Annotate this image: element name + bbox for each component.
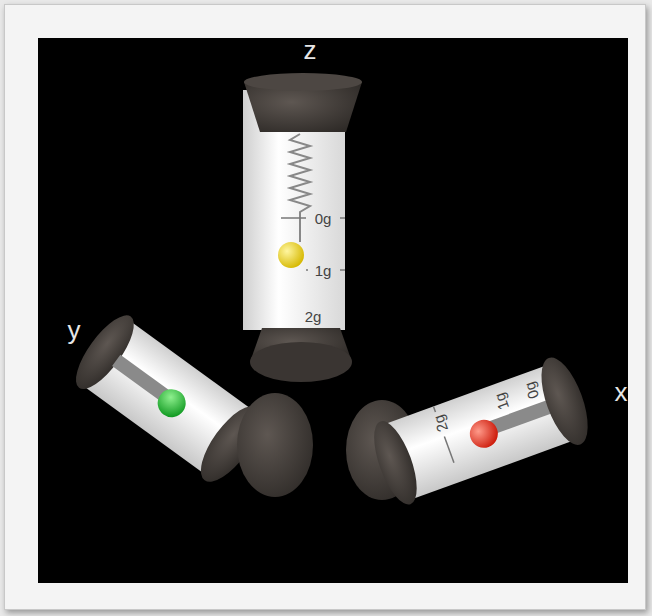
scale-mark: 0g: [315, 211, 332, 226]
axis-label: x: [615, 379, 628, 405]
scale-mark: 2g: [305, 309, 322, 324]
axis-label: z: [304, 37, 317, 63]
axis-label: y: [68, 317, 81, 343]
scale-mark: 1g: [315, 263, 332, 278]
